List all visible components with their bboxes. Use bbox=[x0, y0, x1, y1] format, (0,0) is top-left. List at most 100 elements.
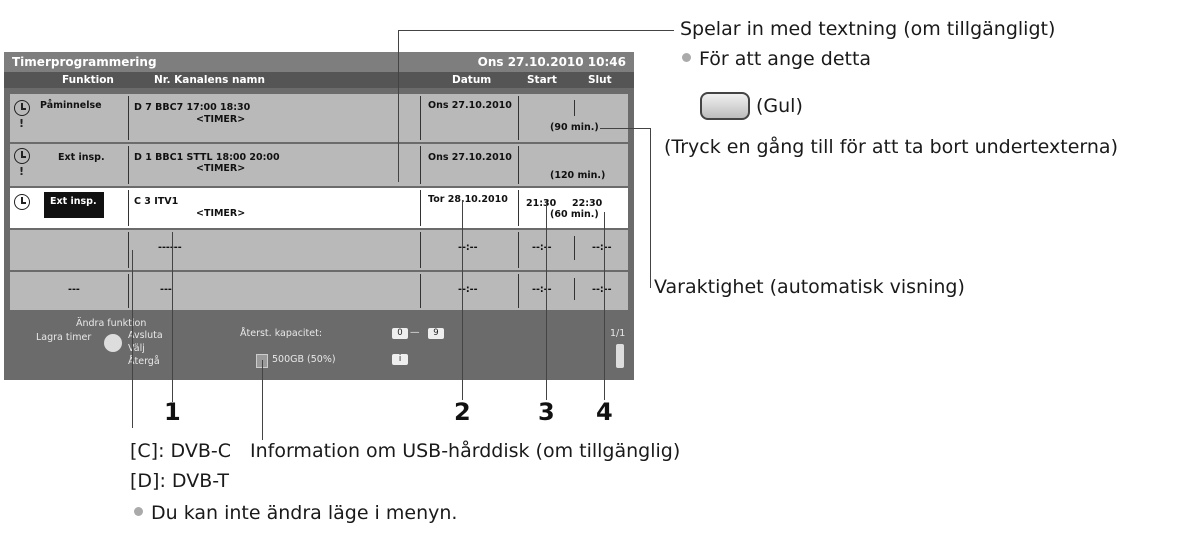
row-funktion: Ext insp. bbox=[58, 152, 105, 163]
divider bbox=[420, 274, 421, 308]
header-funktion: Funktion bbox=[62, 74, 114, 86]
screen-footer: Ändra funktion Lagra timer Avsluta Välj … bbox=[4, 314, 634, 380]
row-datum: Tor 28.10.2010 bbox=[428, 194, 508, 205]
row-duration: (90 min.) bbox=[550, 122, 599, 133]
label-tryck: (Tryck en gång till för att ta bort unde… bbox=[664, 136, 1118, 158]
callout-line-duration-h bbox=[600, 128, 650, 129]
callout-line-3 bbox=[546, 200, 547, 400]
yellow-button-icon bbox=[700, 92, 750, 120]
divider bbox=[574, 100, 575, 116]
footer-hdd: 500GB (50%) bbox=[272, 354, 336, 365]
table-row[interactable]: ------ --:-- --:-- --:-- bbox=[10, 230, 628, 270]
header-channel: Nr. Kanalens namn bbox=[154, 74, 265, 86]
navigation-cross-icon bbox=[104, 334, 122, 352]
header-slut: Slut bbox=[588, 74, 612, 86]
row-funktion: Ext insp. bbox=[50, 196, 97, 207]
clock-icon bbox=[14, 148, 30, 164]
label-textning: Spelar in med textning (om tillgängligt) bbox=[680, 18, 1056, 40]
row-channel: --- bbox=[160, 284, 172, 295]
row-slut: 22:30 bbox=[572, 198, 603, 209]
divider bbox=[420, 190, 421, 226]
callout-number-2: 2 bbox=[454, 398, 471, 426]
label-varaktighet: Varaktighet (automatisk visning) bbox=[654, 276, 965, 298]
divider bbox=[518, 146, 519, 184]
label-gul: (Gul) bbox=[756, 95, 803, 117]
key-range-dash: — bbox=[410, 327, 420, 338]
row-duration: (60 min.) bbox=[550, 209, 599, 220]
timer-programming-screen: Timerprogrammering Ons 27.10.2010 10:46 … bbox=[4, 52, 634, 380]
callout-number-1: 1 bbox=[164, 398, 181, 426]
divider bbox=[128, 146, 129, 184]
label-ange: För att ange detta bbox=[682, 48, 871, 70]
footer-kapacitet: Återst. kapacitet: bbox=[240, 328, 323, 339]
reminder-icon bbox=[14, 100, 30, 116]
info-key-icon: i bbox=[392, 354, 408, 365]
footer-lagra-timer: Lagra timer bbox=[36, 332, 92, 343]
footer-avsluta: Avsluta bbox=[128, 330, 163, 341]
label-dvbc: [C]: DVB-C bbox=[130, 440, 231, 462]
divider bbox=[518, 232, 519, 268]
divider bbox=[128, 96, 129, 140]
header-start: Start bbox=[527, 74, 557, 86]
divider bbox=[518, 190, 519, 226]
divider bbox=[420, 232, 421, 268]
divider bbox=[420, 96, 421, 140]
callout-line-dvb bbox=[132, 250, 133, 428]
callout-line-usb bbox=[262, 360, 263, 440]
row-datum: --:-- bbox=[458, 284, 478, 295]
screen-datetime: Ons 27.10.2010 10:46 bbox=[477, 55, 626, 69]
table-row-selected[interactable]: Ext insp. C 3 ITV1 <TIMER> Tor 28.10.201… bbox=[10, 188, 628, 228]
callout-line-duration-v bbox=[650, 128, 651, 288]
bullet-icon bbox=[134, 507, 143, 516]
row-timer: <TIMER> bbox=[196, 163, 246, 174]
row-start: --:-- bbox=[532, 284, 552, 295]
key-0: 0 bbox=[392, 328, 408, 339]
row-duration: (120 min.) bbox=[550, 170, 606, 181]
footer-atergå: Återgå bbox=[128, 356, 160, 367]
key-9: 9 bbox=[428, 328, 444, 339]
label-dvbt: [D]: DVB-T bbox=[130, 470, 229, 492]
callout-number-3: 3 bbox=[538, 398, 555, 426]
divider bbox=[128, 274, 129, 308]
row-datum: --:-- bbox=[458, 242, 478, 253]
divider bbox=[518, 96, 519, 140]
callout-line-1 bbox=[172, 232, 173, 402]
table-row[interactable]: --- --- --:-- --:-- --:-- bbox=[10, 272, 628, 310]
divider bbox=[574, 236, 575, 260]
screen-title: Timerprogrammering bbox=[12, 55, 157, 69]
bullet-icon bbox=[682, 53, 691, 62]
row-timer: <TIMER> bbox=[196, 114, 246, 125]
table-row[interactable]: ! Påminnelse D 7 BBC7 17:00 18:30 <TIMER… bbox=[10, 94, 628, 142]
row-slut: --:-- bbox=[592, 284, 612, 295]
row-channel: ------ bbox=[158, 242, 182, 253]
warning-icon: ! bbox=[19, 165, 25, 178]
callout-line-textning bbox=[398, 30, 399, 182]
callout-line-2 bbox=[462, 200, 463, 400]
row-start: 21:30 bbox=[526, 198, 557, 209]
row-slut: --:-- bbox=[592, 242, 612, 253]
divider bbox=[518, 274, 519, 308]
funktion-selector[interactable]: Ext insp. bbox=[44, 192, 104, 218]
footer-andra-funktion: Ändra funktion bbox=[76, 318, 147, 329]
row-channel: D 1 BBC1 STTL 18:00 20:00 bbox=[134, 152, 280, 163]
callout-line-4 bbox=[604, 212, 605, 400]
footer-page: 1/1 bbox=[610, 328, 626, 339]
clock-icon bbox=[14, 194, 30, 210]
divider bbox=[128, 232, 129, 268]
scrollbar[interactable] bbox=[616, 344, 624, 368]
divider bbox=[128, 190, 129, 226]
row-funktion: Påminnelse bbox=[40, 100, 102, 111]
callout-number-4: 4 bbox=[596, 398, 613, 426]
label-usb: Information om USB-hårddisk (om tillgäng… bbox=[250, 440, 681, 462]
header-datum: Datum bbox=[452, 74, 492, 86]
row-timer: <TIMER> bbox=[196, 208, 246, 219]
warning-icon: ! bbox=[19, 117, 25, 130]
label-andra-lage: Du kan inte ändra läge i menyn. bbox=[134, 502, 457, 524]
row-start: --:-- bbox=[532, 242, 552, 253]
row-channel: D 7 BBC7 17:00 18:30 bbox=[134, 102, 251, 113]
row-funktion: --- bbox=[68, 284, 80, 295]
row-datum: Ons 27.10.2010 bbox=[428, 152, 512, 163]
footer-valj: Välj bbox=[128, 343, 145, 354]
table-row[interactable]: ! Ext insp. D 1 BBC1 STTL 18:00 20:00 <T… bbox=[10, 144, 628, 186]
row-datum: Ons 27.10.2010 bbox=[428, 100, 512, 111]
